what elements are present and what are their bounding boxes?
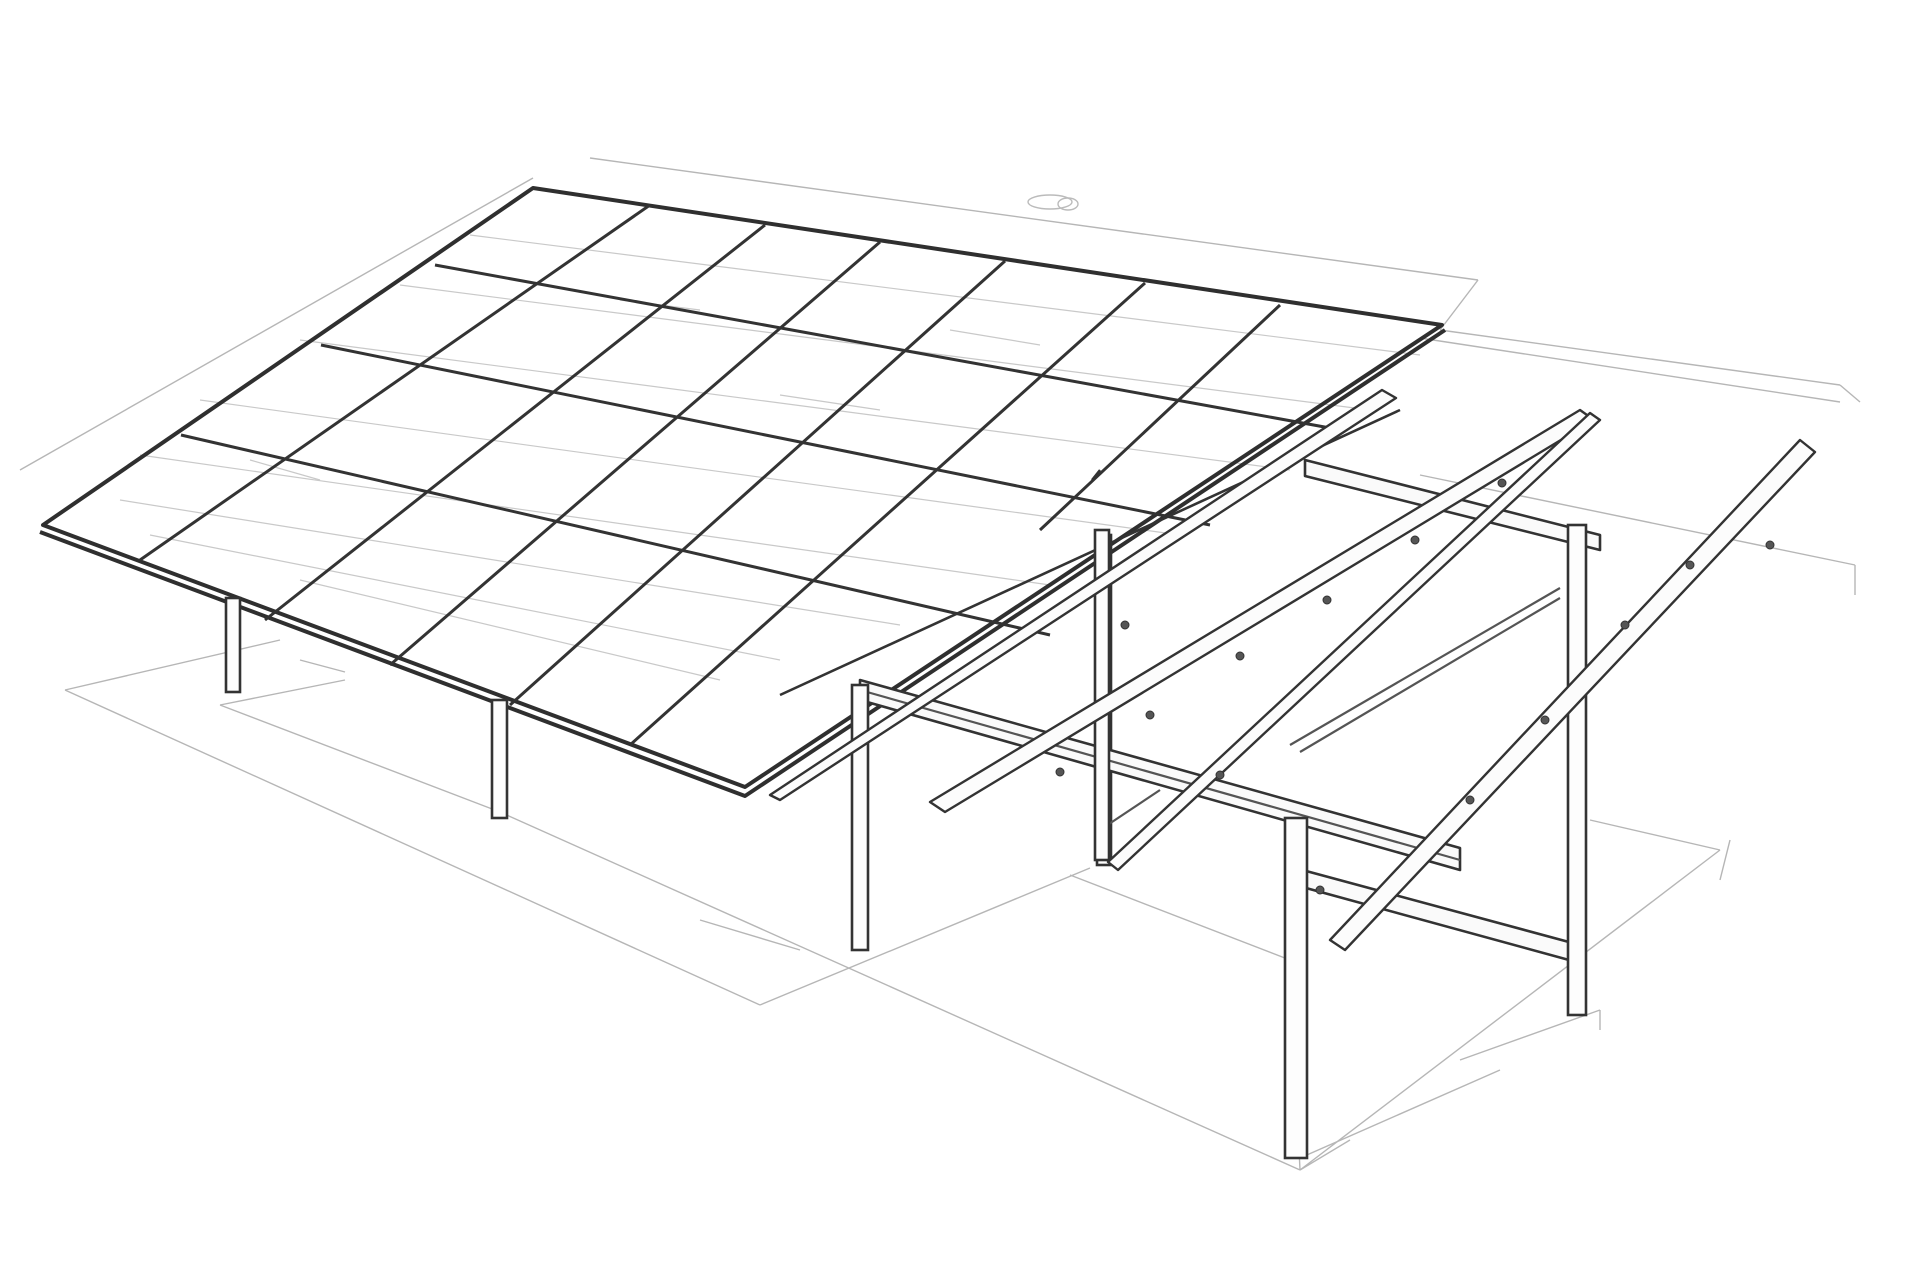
solar-panel-array (39, 186, 1447, 798)
front-left-post (224, 596, 242, 694)
frame-post-front-left (850, 683, 870, 952)
panel-column-divider-1 (139, 203, 651, 562)
sketch-dimension-mark (1027, 194, 1079, 211)
panel-row-divider-2 (320, 343, 1211, 527)
front-middle-post (490, 698, 509, 820)
rail-4 (768, 388, 1398, 802)
rail-3 (1328, 438, 1817, 952)
mounting-rails (768, 388, 1817, 952)
rail-2 (1106, 411, 1602, 872)
mounting-frame (850, 458, 1602, 1160)
frame-post-front-right (1283, 816, 1309, 1160)
panel-array-outline (41, 186, 1444, 789)
rail-clamps (1055, 478, 1775, 895)
panel-row-divider-1 (434, 263, 1342, 432)
panel-column-divider-2 (264, 223, 766, 622)
panel-column-divider-3 (389, 240, 881, 667)
frame-post-rear-right (1566, 523, 1588, 1017)
panel-column-divider-5 (628, 281, 1147, 747)
panel-column-divider-4 (508, 259, 1007, 707)
panel-array-front-edge (39, 328, 1447, 798)
right-cross-beam (1293, 866, 1582, 965)
panel-column-divider-6 (1038, 303, 1282, 532)
panel-row-divider-3 (180, 433, 1051, 637)
diagonal-brace (1289, 587, 1561, 746)
panel-support-posts (224, 533, 1113, 867)
